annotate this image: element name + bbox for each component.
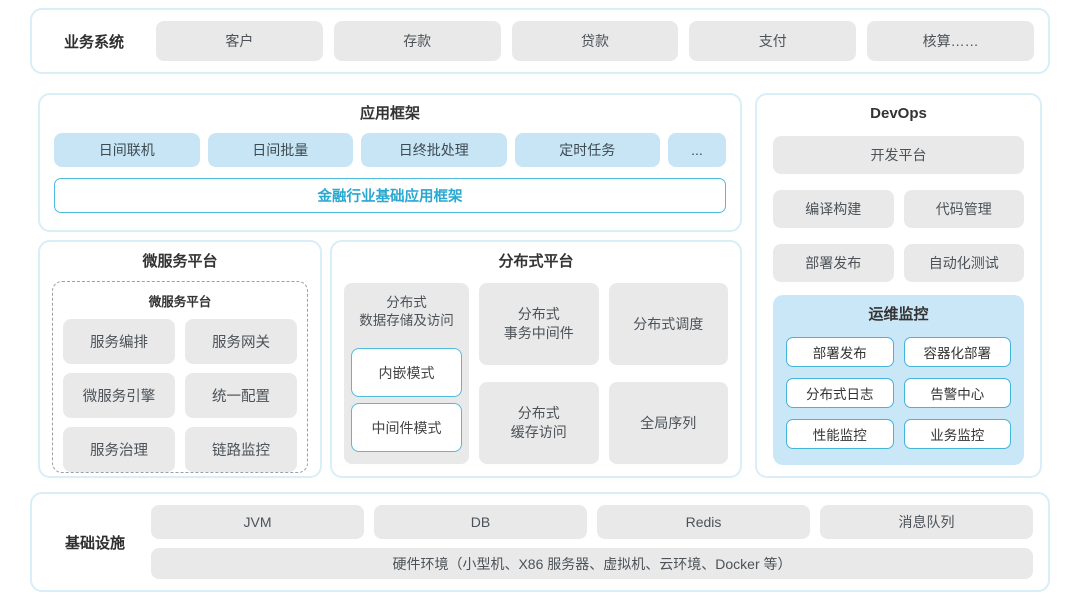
- dist-item-transaction-middleware: 分布式 事务中间件: [479, 283, 599, 365]
- infra-hardware-environment: 硬件环境（小型机、X86 服务器、虚拟机、云环境、Docker 等）: [151, 548, 1033, 579]
- business-item-customer: 客户: [156, 21, 323, 61]
- micro-item-engine: 微服务引擎: [63, 373, 175, 418]
- microservice-platform-title: 微服务平台: [142, 253, 218, 270]
- business-systems-panel: 业务系统 客户 存款 贷款 支付 核算……: [30, 8, 1050, 74]
- microservice-inner-title: 微服务平台: [148, 295, 212, 309]
- infrastructure-label: 基础设施: [64, 534, 125, 552]
- infra-item-db: DB: [374, 505, 587, 539]
- infrastructure-panel: 基础设施 JVM DB Redis 消息队列 硬件环境（小型机、X86 服务器、…: [30, 492, 1050, 592]
- devops-dev-platform: 开发平台: [773, 136, 1024, 174]
- devops-item-deploy: 部署发布: [773, 244, 894, 282]
- storage-mode-middleware: 中间件模式: [351, 403, 462, 453]
- appfw-item-daytime-online: 日间联机: [54, 133, 200, 167]
- appfw-item-more: ...: [668, 133, 726, 167]
- dist-item-cache-access: 分布式 缓存访问: [479, 382, 599, 464]
- appfw-item-eod-batch: 日终批处理: [361, 133, 507, 167]
- distributed-storage-label: 分布式 数据存储及访问: [359, 295, 454, 329]
- storage-mode-embedded: 内嵌模式: [351, 348, 462, 398]
- ops-monitoring-panel: 运维监控 部署发布 容器化部署 分布式日志 告警中心 性能监控 业务监控: [773, 295, 1024, 465]
- business-item-accounting: 核算……: [867, 21, 1034, 61]
- appfw-item-daytime-batch: 日间批量: [207, 133, 353, 167]
- dist-item-global-sequence: 全局序列: [608, 382, 728, 464]
- appfw-item-scheduled-tasks: 定时任务: [514, 133, 660, 167]
- business-systems-label: 业务系统: [63, 33, 124, 51]
- distributed-grid: 分布式 事务中间件 分布式调度 分布式 缓存访问 全局序列: [479, 283, 728, 464]
- micro-item-gateway: 服务网关: [185, 319, 297, 364]
- ops-monitoring-title: 运维监控: [868, 306, 929, 323]
- monitor-item-distributed-log: 分布式日志: [786, 378, 894, 408]
- app-framework-title: 应用框架: [359, 105, 420, 122]
- financial-base-framework: 金融行业基础应用框架: [54, 178, 726, 213]
- distributed-platform-title: 分布式平台: [498, 253, 574, 270]
- business-items-row: 客户 存款 贷款 支付 核算……: [156, 21, 1034, 61]
- infra-item-jvm: JVM: [151, 505, 364, 539]
- ops-monitoring-grid: 部署发布 容器化部署 分布式日志 告警中心 性能监控 业务监控: [786, 337, 1011, 449]
- devops-item-code-mgmt: 代码管理: [903, 190, 1024, 228]
- monitor-item-alert-center: 告警中心: [903, 378, 1011, 408]
- micro-item-trace-monitoring: 链路监控: [185, 427, 297, 472]
- monitor-item-container-deploy: 容器化部署: [903, 337, 1011, 367]
- infrastructure-content: JVM DB Redis 消息队列 硬件环境（小型机、X86 服务器、虚拟机、云…: [151, 505, 1033, 579]
- business-item-payment: 支付: [689, 21, 857, 61]
- micro-item-unified-config: 统一配置: [185, 373, 297, 418]
- devops-grid: 编译构建 代码管理 部署发布 自动化测试: [773, 190, 1024, 282]
- infrastructure-row: JVM DB Redis 消息队列: [151, 505, 1033, 539]
- monitor-item-deploy: 部署发布: [786, 337, 894, 367]
- distributed-storage-box: 分布式 数据存储及访问 内嵌模式 中间件模式: [344, 283, 469, 464]
- microservice-platform-panel: 微服务平台 微服务平台 服务编排 服务网关 微服务引擎 统一配置 服务治理 链路…: [38, 240, 322, 478]
- devops-item-auto-test: 自动化测试: [903, 244, 1024, 282]
- devops-title: DevOps: [870, 105, 927, 122]
- micro-item-governance: 服务治理: [63, 427, 175, 472]
- devops-item-build: 编译构建: [773, 190, 894, 228]
- infra-item-message-queue: 消息队列: [820, 505, 1033, 539]
- monitor-item-business: 业务监控: [903, 419, 1011, 449]
- business-item-deposit: 存款: [333, 21, 501, 61]
- app-framework-row: 日间联机 日间批量 日终批处理 定时任务 ...: [54, 133, 726, 167]
- devops-panel: DevOps 开发平台 编译构建 代码管理 部署发布 自动化测试 运维监控 部署…: [755, 93, 1042, 478]
- monitor-item-performance: 性能监控: [786, 419, 894, 449]
- microservice-inner-box: 微服务平台 服务编排 服务网关 微服务引擎 统一配置 服务治理 链路监控: [52, 281, 308, 473]
- distributed-body: 分布式 数据存储及访问 内嵌模式 中间件模式 分布式 事务中间件 分布式调度 分…: [344, 283, 728, 464]
- dist-item-scheduling: 分布式调度: [608, 283, 728, 365]
- microservice-grid: 服务编排 服务网关 微服务引擎 统一配置 服务治理 链路监控: [63, 319, 297, 472]
- infra-item-redis: Redis: [597, 505, 810, 539]
- app-framework-panel: 应用框架 日间联机 日间批量 日终批处理 定时任务 ... 金融行业基础应用框架: [38, 93, 742, 232]
- business-item-loan: 贷款: [511, 21, 679, 61]
- distributed-platform-panel: 分布式平台 分布式 数据存储及访问 内嵌模式 中间件模式 分布式 事务中间件 分…: [330, 240, 742, 478]
- micro-item-orchestration: 服务编排: [63, 319, 175, 364]
